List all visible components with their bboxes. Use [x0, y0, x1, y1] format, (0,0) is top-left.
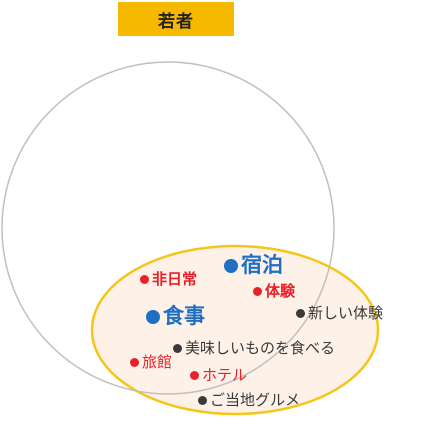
keyword-shokuji: 食事 — [146, 306, 205, 327]
keyword-hotel: ホテル — [190, 368, 247, 383]
blue-dot-icon — [224, 258, 238, 273]
keyword-label: 新しい体験 — [308, 304, 384, 322]
keyword-shukuhaku: 宿泊 — [224, 255, 283, 276]
keyword-label: 旅館 — [142, 353, 173, 371]
dark-dot-icon — [296, 309, 305, 318]
keyword-label: 食事 — [163, 304, 205, 328]
keyword-label: 美味しいものを食べる — [185, 339, 336, 357]
keyword-hinichijo: 非日常 — [140, 272, 197, 287]
keyword-ryokan: 旅館 — [130, 355, 172, 370]
keyword-label: 体験 — [265, 282, 296, 300]
keyword-label: ホテル — [202, 366, 248, 384]
keyword-label: 非日常 — [152, 270, 198, 288]
red-dot-icon — [130, 358, 139, 367]
keyword-label: ご当地グルメ — [210, 391, 301, 409]
keyword-label: 宿泊 — [241, 253, 283, 277]
keyword-gotochi-gurume: ご当地グルメ — [198, 393, 300, 408]
keyword-atarashii-taiken: 新しい体験 — [296, 306, 383, 321]
keyword-oishii-mono: 美味しいものを食べる — [173, 341, 335, 356]
red-dot-icon — [253, 287, 262, 296]
group-circle — [1, 61, 335, 395]
dark-dot-icon — [173, 344, 182, 353]
title-badge: 若者 — [118, 2, 234, 36]
dark-dot-icon — [198, 396, 207, 405]
red-dot-icon — [190, 371, 199, 380]
blue-dot-icon — [146, 309, 160, 324]
red-dot-icon — [140, 275, 149, 284]
keyword-ellipse — [90, 244, 380, 416]
keyword-taiken: 体験 — [253, 284, 295, 299]
